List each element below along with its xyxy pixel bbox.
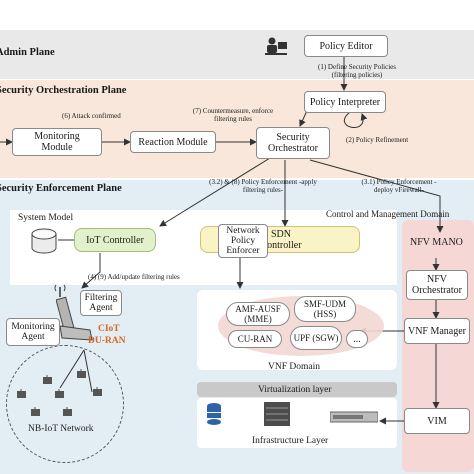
enforcement-plane-title: Security Enforcement Plane <box>0 183 122 194</box>
infrastructure-panel <box>197 398 397 448</box>
database-icon <box>30 228 58 254</box>
security-orchestrator-box[interactable]: Security Orchestrator <box>256 127 330 159</box>
smf-udm-box[interactable]: SMF-UDM (HSS) <box>294 296 356 322</box>
nb-iot-ellipse <box>6 345 124 463</box>
iot-device-icon <box>54 386 65 404</box>
iot-device-icon <box>30 404 41 422</box>
vnf-manager-box[interactable]: VNF Manager <box>404 318 470 344</box>
vnf-domain-label: VNF Domain <box>268 362 320 372</box>
edge-define-policies-label: (1) Define Security Policies (filtering … <box>318 63 396 79</box>
reaction-module-box[interactable]: Reaction Module <box>130 131 216 153</box>
base-station-icon <box>55 296 96 342</box>
iot-device-icon <box>42 372 53 390</box>
network-policy-enforcer-box[interactable]: Network Policy Enforcer <box>218 224 268 258</box>
sdn-controller-label: SDN Controller <box>260 228 302 251</box>
control-domain-label: Control and Management Domain <box>326 209 450 219</box>
edge-attack-confirmed-label: (6) Attack confirmed <box>62 112 121 120</box>
admin-user-icon <box>264 36 288 56</box>
upf-box[interactable]: UPF (SGW) <box>290 326 342 350</box>
policy-editor-box[interactable]: Policy Editor <box>304 35 388 57</box>
storage-icon <box>206 402 222 431</box>
edge-apply-filtering-label: (3.2) & (8) Policy Enforcement -apply fi… <box>209 178 317 194</box>
admin-plane-title: Admin Plane <box>0 47 55 58</box>
more-vnf-box[interactable]: ... <box>346 330 368 348</box>
monitoring-module-box[interactable]: Monitoring Module <box>12 128 102 156</box>
amf-ausf-box[interactable]: AMF-AUSF (MME) <box>226 302 290 326</box>
policy-interpreter-box[interactable]: Policy Interpreter <box>304 91 386 113</box>
server-rack-icon <box>262 400 292 433</box>
virtualization-layer-bar <box>197 382 397 397</box>
virtualization-layer-label: Virtualization layer <box>258 385 332 395</box>
nb-iot-network-label: NB-IoT Network <box>28 424 94 434</box>
iot-device-icon <box>16 386 27 404</box>
vim-box[interactable]: VIM <box>404 408 470 434</box>
admin-plane-band <box>0 30 474 79</box>
ciot-label: CIoT <box>98 324 120 334</box>
monitoring-agent-box[interactable]: Monitoring Agent <box>6 318 60 346</box>
edge-deploy-vfirewall-label: (3.1) Policy Enforcement -deploy vFirewa… <box>361 178 437 194</box>
nfv-orchestrator-box[interactable]: NFV Orchestrator <box>406 270 468 300</box>
orchestration-plane-title: Security Orchestration Plane <box>0 85 127 96</box>
cu-ran-box[interactable]: CU-RAN <box>228 330 282 348</box>
filtering-agent-box[interactable]: Filtering Agent <box>80 290 122 316</box>
infrastructure-layer-label: Infrastructure Layer <box>252 436 329 446</box>
iot-controller-box[interactable]: IoT Controller <box>74 228 156 252</box>
edge-policy-refinement-label: (2) Policy Refinement <box>346 136 409 144</box>
du-ran-label: DU-RAN <box>88 336 126 346</box>
edge-countermeasure-label: (7) Countermeasure, enforce filtering ru… <box>192 107 274 123</box>
edge-add-filtering-label: (4) (9) Add/update filtering rules <box>88 273 180 281</box>
iot-device-icon <box>92 384 103 402</box>
iot-device-icon <box>76 366 87 384</box>
antenna-icon <box>54 283 66 297</box>
system-model-label: System Model <box>18 213 74 223</box>
nfv-mano-title: NFV MANO <box>410 237 463 248</box>
iot-device-icon <box>62 404 73 422</box>
switch-icon <box>329 410 379 428</box>
